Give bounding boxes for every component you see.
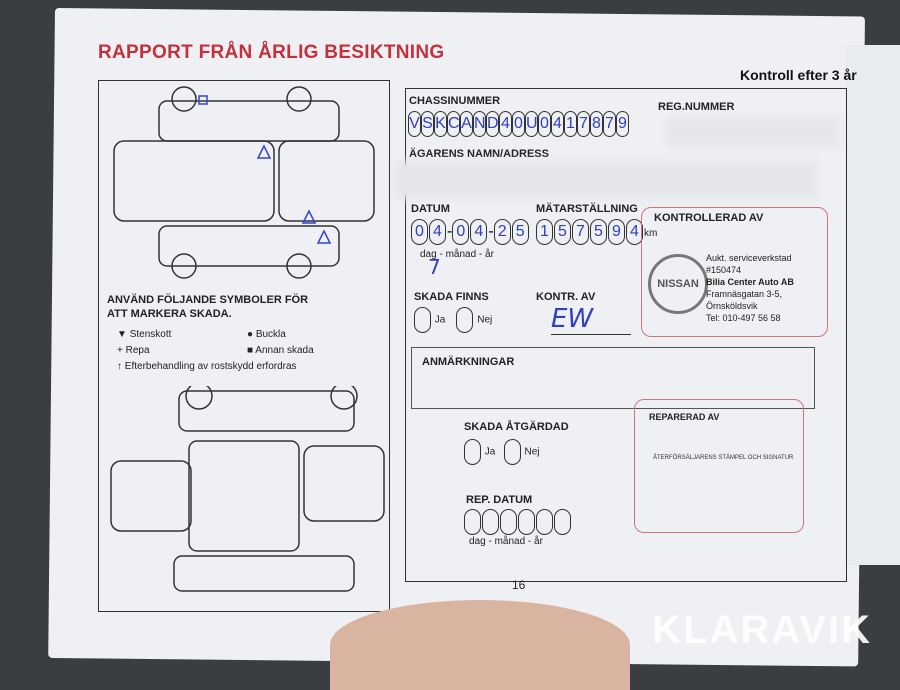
digit-box: V [408, 111, 421, 137]
nissan-logo: NISSAN [648, 254, 708, 314]
date-digit-box: 2 [493, 219, 511, 245]
odometer-unit: km [644, 228, 658, 240]
digit-box: 9 [608, 219, 625, 245]
digit-box: S [421, 111, 434, 137]
fixed-no-checkbox[interactable] [503, 439, 521, 465]
damage-label: SKADA FINNS [414, 291, 489, 303]
digit-box: A [460, 111, 473, 137]
digit-box: 4 [551, 111, 564, 137]
date-digit-box: 5 [511, 219, 529, 245]
owner-redacted [396, 161, 816, 199]
page-title: RAPPORT FRÅN ÅRLIG BESIKTNING [98, 42, 445, 63]
remarks-box: ANMÄRKNINGAR [411, 347, 815, 409]
digit-box: N [473, 111, 486, 137]
repair-date-field[interactable] [464, 509, 572, 535]
legend-label: Stenskott [129, 329, 172, 340]
rust-arrow-icon: ↑ [117, 361, 122, 372]
digit-box: 9 [616, 111, 629, 137]
repaired-by-label: REPARERAD AV [649, 412, 720, 422]
stone-chip-icon: ▼ [117, 329, 127, 340]
hand [330, 600, 630, 690]
inspection-interval: Kontroll efter 3 år [740, 67, 857, 83]
date-hint: dag - månad - år [420, 249, 494, 260]
car-diagram-bottom-icon [110, 386, 385, 592]
date-digit-box: 0 [411, 219, 428, 245]
date-digit-box: 4 [429, 219, 446, 245]
no-label: Nej [477, 314, 493, 326]
digit-box: 4 [499, 111, 512, 137]
stamp-line: Tel: 010-497 56 58 [706, 313, 781, 323]
repaired-by-box: REPARERAD AV ÅTERFÖRSÄLJARENS STÄMPEL OC… [634, 399, 804, 533]
car-diagram-top-icon [113, 86, 375, 279]
checked-by-short-label: KONTR. AV [536, 291, 596, 303]
digit-box: 1 [564, 111, 577, 137]
digit-box: 7 [577, 111, 590, 137]
other-damage-icon: ■ [247, 345, 254, 356]
stamp-line: Framnäsgatan 3-5, Örnsköldsvik [706, 289, 783, 311]
reg-number-label: REG.NUMMER [658, 101, 735, 113]
yes-label: Ja [484, 446, 496, 458]
dealer-stamp: Aukt. serviceverkstad #150474 Bilia Cent… [706, 252, 827, 324]
digit-box: 7 [603, 111, 616, 137]
digit-box: 0 [512, 111, 525, 137]
repaired-by-hint: ÅTERFÖRSÄLJARENS STÄMPEL OCH SIGNATUR [653, 455, 794, 461]
date-digit-box: 4 [470, 219, 488, 245]
fixed-yes-checkbox[interactable] [464, 439, 481, 465]
checked-by-label: KONTROLLERAD AV [654, 212, 764, 224]
damage-options: Ja Nej [414, 307, 492, 333]
digit-box: 0 [538, 111, 551, 137]
legend-label: Buckla [255, 329, 286, 340]
repair-date-hint: dag - månad - år [469, 536, 543, 547]
digit-box: U [525, 111, 538, 137]
chassis-label: CHASSINUMMER [409, 95, 501, 107]
fixed-label: SKADA ÅTGÄRDAD [464, 421, 569, 433]
legend-heading: ANVÄND FÖLJANDE SYMBOLER FÖR ATT MARKERA… [107, 294, 309, 320]
date-separator: - [488, 223, 494, 241]
watermark: KLARAVIK [652, 608, 872, 652]
digit-box: 8 [590, 111, 603, 137]
scratch-icon: + [117, 345, 123, 356]
diagram-panel: ANVÄND FÖLJANDE SYMBOLER FÖR ATT MARKERA… [98, 80, 390, 612]
damage-no-checkbox[interactable] [456, 307, 474, 333]
remarks-label: ANMÄRKNINGAR [422, 356, 515, 368]
page-number: 16 [512, 578, 526, 592]
date-digit-box: 0 [452, 219, 470, 245]
dent-icon: ● [247, 329, 254, 340]
handwritten-note: 7 [428, 255, 441, 279]
stamp-line: Bilia Center Auto AB [706, 277, 794, 287]
date-label: DATUM [411, 203, 450, 215]
damage-yes-checkbox[interactable] [414, 307, 431, 333]
checked-by-box: KONTROLLERAD AV NISSAN Aukt. serviceverk… [641, 207, 828, 337]
digit-box: 5 [590, 219, 607, 245]
digit-box: 1 [536, 219, 553, 245]
reg-number-redacted [668, 117, 838, 147]
yes-label: Ja [434, 314, 446, 326]
next-page [845, 45, 900, 565]
digit-box: 4 [626, 219, 643, 245]
owner-label: ÄGARENS NAMN/ADRESS [409, 148, 549, 160]
legend-list: ▼ Stenskott● Buckla + Repa■ Annan skada … [117, 329, 387, 377]
repair-date-label: REP. DATUM [466, 494, 533, 506]
stamp-line: Aukt. serviceverkstad #150474 [706, 253, 792, 275]
legend-label: Annan skada [255, 345, 314, 356]
digit-box: 5 [554, 219, 571, 245]
digit-box: K [434, 111, 447, 137]
odometer-label: MÄTARSTÄLLNING [536, 203, 638, 215]
digit-box: 7 [572, 219, 589, 245]
digit-box: D [486, 111, 499, 137]
no-label: Nej [524, 446, 540, 458]
digit-box: C [447, 111, 460, 137]
legend-label: Efterbehandling av rostskydd erfordras [124, 361, 297, 372]
fixed-options: Ja Nej [464, 439, 539, 465]
signature: EW [551, 304, 631, 335]
legend-label: Repa [125, 345, 150, 356]
date-separator: - [447, 223, 453, 241]
